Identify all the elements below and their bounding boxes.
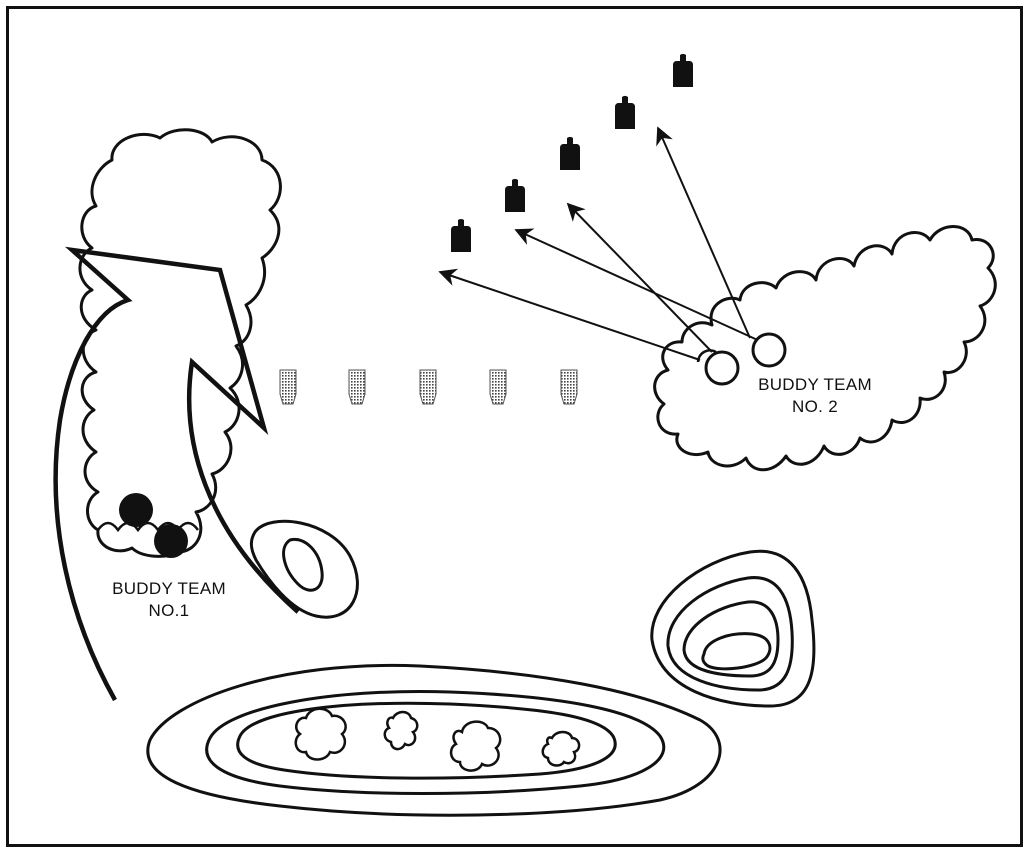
fire-arrow-2 <box>514 228 763 343</box>
enemy-soldier-icon-1 <box>450 219 472 252</box>
enemy-soldier-icon-2 <box>504 178 526 212</box>
hill-bush-1 <box>294 707 347 761</box>
obstacle-icon-4 <box>489 369 507 405</box>
obstacle-icon-5 <box>560 369 578 405</box>
right-hill-contour-2 <box>666 576 794 692</box>
buddy-team-1-soldier-b <box>154 524 188 558</box>
large-hill-contour-1 <box>146 663 722 817</box>
buddy-team-2-label-line2: NO. 2 <box>792 397 838 416</box>
fire-arrow-1 <box>438 268 701 361</box>
obstacle-icon-2 <box>348 369 366 405</box>
enemy-soldiers <box>450 54 694 252</box>
obstacle-row <box>279 369 578 405</box>
hill-bush-2 <box>383 710 419 751</box>
buddy-team-2-soldier-b <box>751 332 787 368</box>
right-hill-contour-4 <box>701 632 772 671</box>
small-hill-outer <box>249 519 359 619</box>
obstacle-icon-3 <box>419 369 437 405</box>
left-vegetation <box>78 128 282 558</box>
buddy-team-2-label-line1: BUDDY TEAM <box>758 375 872 394</box>
fire-arrow-3 <box>566 202 713 353</box>
right-hill-contour-1 <box>650 549 816 708</box>
enemy-soldier-icon-3 <box>559 137 581 170</box>
enemy-soldier-icon-5 <box>672 54 694 87</box>
fire-arrows <box>438 126 763 361</box>
buddy-team-1-label-line1: BUDDY TEAM <box>112 579 226 598</box>
hill-bush-4 <box>541 730 581 767</box>
buddy-team-1-label: BUDDY TEAM NO.1 <box>88 578 250 622</box>
right-vegetation <box>653 225 997 472</box>
maneuver-arrow <box>53 246 300 702</box>
large-hill-contour-2 <box>205 690 666 795</box>
buddy-team-1-label-line2: NO.1 <box>148 601 190 620</box>
enemy-soldier-icon-4 <box>614 96 636 129</box>
buddy-team-2-soldier-a <box>704 350 740 386</box>
obstacle-icon-1 <box>279 369 297 405</box>
hill-bush-3 <box>449 720 502 772</box>
buddy-team-2-label: BUDDY TEAM NO. 2 <box>734 374 896 418</box>
small-hill-inner <box>282 537 324 592</box>
right-hill-contour-3 <box>682 600 780 678</box>
large-hill-contour-3 <box>236 701 617 780</box>
fire-arrow-4 <box>656 126 751 339</box>
buddy-team-1-soldier-a <box>119 493 153 527</box>
